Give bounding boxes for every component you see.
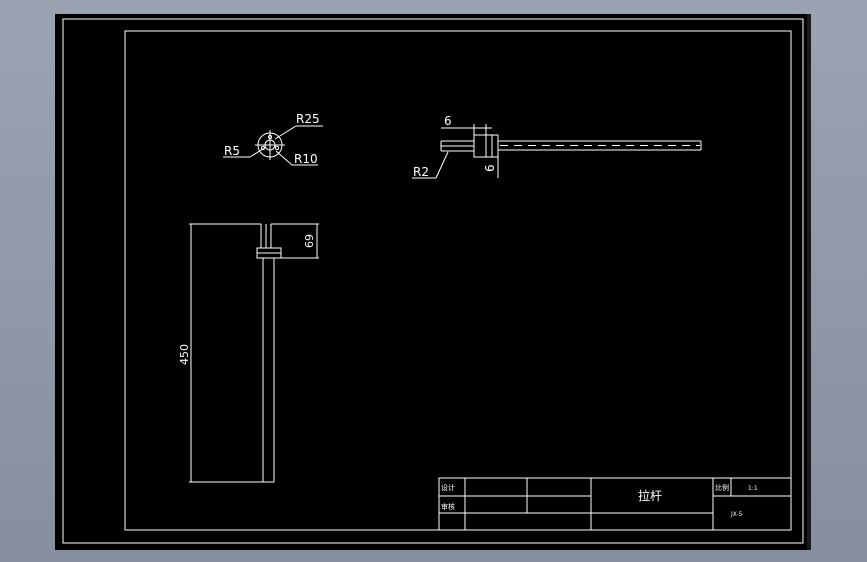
leader-r25: [274, 125, 297, 140]
front-view: 69 450: [178, 223, 319, 483]
top-view: R25 R5 R10: [223, 112, 323, 166]
tb-part-name: 拉杆: [638, 488, 662, 503]
dim450-text: 450: [178, 344, 191, 365]
label-r25: R25: [296, 112, 320, 126]
tb-label-review: 审核: [441, 502, 455, 511]
sheet-outer-border: [62, 18, 804, 544]
leader-r5: [249, 146, 267, 158]
dim69-text: 69: [303, 234, 316, 248]
tb-drawing-no: JX-5: [730, 511, 743, 518]
label-r10: R10: [294, 152, 318, 166]
title-block-border: [438, 477, 792, 531]
label-r5: R5: [224, 144, 240, 158]
sheet-background: [55, 14, 811, 550]
dim6-top-text: 6: [444, 114, 452, 128]
label-r2: R2: [413, 165, 429, 179]
leader-r10: [275, 150, 293, 166]
tb-label-scale: 比例: [715, 483, 729, 492]
leader-r2: [435, 151, 449, 179]
title-block: 设计 审核 拉杆 比例 1:1 JX-5: [438, 477, 792, 531]
tb-scale-value: 1:1: [748, 485, 758, 492]
side-view: 6 6 R2: [412, 114, 702, 179]
hole-right: [274, 145, 280, 151]
right-edge-strip: [807, 14, 811, 550]
dim6-side-text: 6: [483, 164, 497, 172]
tb-label-design: 设计: [441, 483, 455, 492]
